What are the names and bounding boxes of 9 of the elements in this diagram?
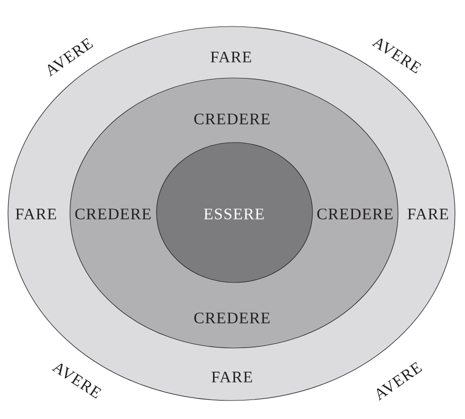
ring-label: CREDERE bbox=[317, 208, 393, 220]
ring-label: FARE bbox=[408, 208, 448, 220]
ring-label: FARE bbox=[210, 52, 251, 62]
ring-label: CREDERE bbox=[194, 312, 270, 324]
ring-label: FARE bbox=[16, 208, 56, 220]
ring-label: ESSERE bbox=[204, 208, 264, 220]
ring-label: FARE bbox=[212, 372, 252, 382]
ring-label: CREDERE bbox=[194, 114, 270, 124]
ring-label: CREDERE bbox=[75, 208, 151, 220]
